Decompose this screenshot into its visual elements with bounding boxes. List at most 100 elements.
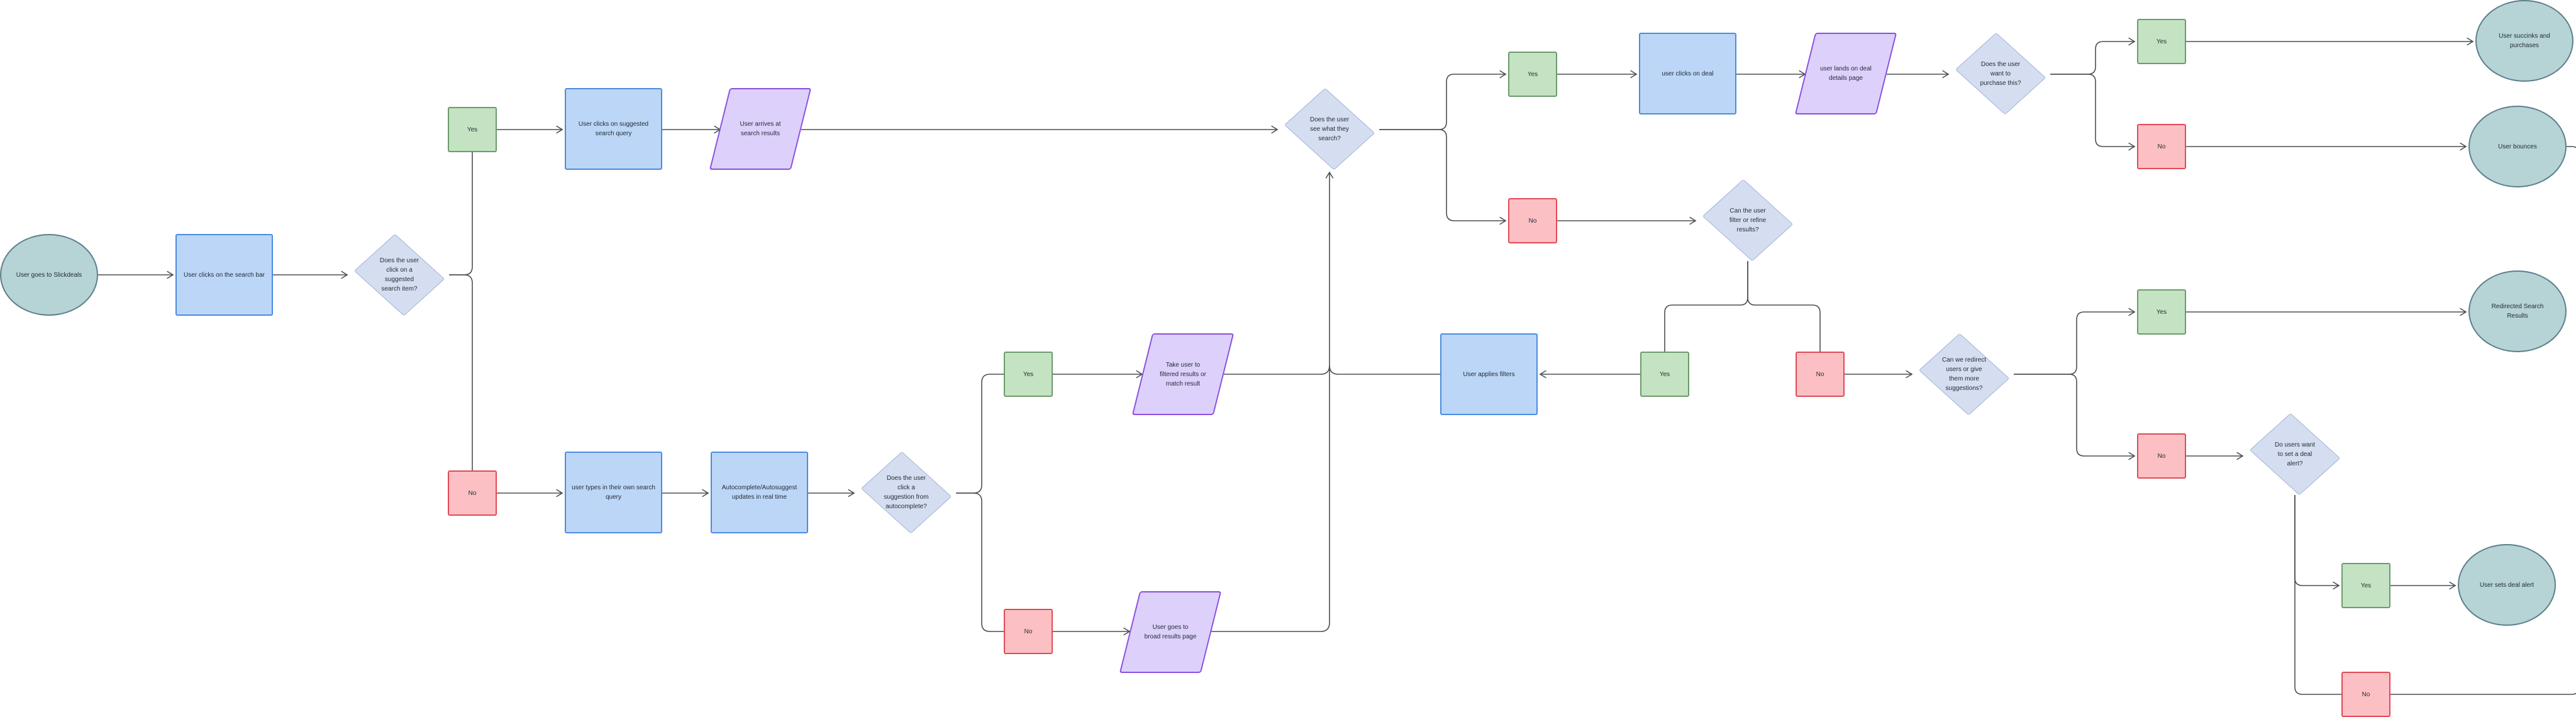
node-label: Does the user click a suggestion from au… xyxy=(884,475,929,510)
node-q5: Can the user filter or refine results? xyxy=(1698,179,1797,261)
node-label: Can we redirect users or give them more … xyxy=(1941,357,1987,392)
connector-no7-to-bounces xyxy=(2390,146,2576,695)
arrowhead-yes7-to-alert xyxy=(2449,581,2457,590)
node-autocomplete: Autocomplete/Autosuggest updates in real… xyxy=(711,452,808,533)
node-label: User goes to Slickdeals xyxy=(16,271,82,279)
node-broad: User goes to broad results page xyxy=(1121,591,1220,673)
node-no6: No xyxy=(2137,433,2186,479)
arrowhead-q7-to-yes7 xyxy=(2333,581,2340,590)
node-yes1: Yes xyxy=(448,107,497,152)
arrowhead-no4-to-bounces xyxy=(2460,142,2467,151)
arrowhead-no3-to-q5 xyxy=(1689,216,1697,225)
arrowhead-start-to-click-search xyxy=(167,270,174,279)
node-yes5: Yes xyxy=(1640,352,1689,397)
node-purchases: User succinks and purchases xyxy=(2475,0,2573,82)
connector-broad-to-q3 xyxy=(1211,365,1330,632)
connector-q3-to-no3 xyxy=(1379,129,1506,221)
node-label: No xyxy=(2157,143,2166,150)
node-label: User succinks and purchases xyxy=(2499,33,2550,49)
node-label: Can the user filter or refine results? xyxy=(1729,207,1767,233)
node-q6: Can we redirect users or give them more … xyxy=(1914,333,2014,415)
node-start: User goes to Slickdeals xyxy=(0,234,98,316)
arrowhead-yes5-to-applies xyxy=(1539,370,1546,379)
connector-q6-to-no6 xyxy=(2014,374,2135,457)
arrowhead-autocomplete-to-q2 xyxy=(848,489,855,497)
arrowhead-yes6-to-redirected xyxy=(2460,308,2467,316)
node-arrives: User arrives at search results xyxy=(711,88,810,170)
arrowhead-q6-to-yes6 xyxy=(2128,308,2136,316)
node-label: Autocomplete/Autosuggest updates in real… xyxy=(721,484,797,501)
node-click-deal: user clicks on deal xyxy=(1639,33,1736,114)
connector-q2-to-no2 xyxy=(956,492,1004,632)
connector-q5-to-no5 xyxy=(1747,261,1821,352)
node-label: User arrives at search results xyxy=(740,121,781,137)
node-q3: Does the user see what they search? xyxy=(1280,88,1379,170)
node-label: Take user to filtered results or match r… xyxy=(1160,361,1206,387)
node-label: User sets deal alert xyxy=(2479,581,2534,589)
connector-filtered-to-q3 xyxy=(1224,172,1330,375)
connector-q4-to-yes4 xyxy=(2050,41,2135,75)
node-q4: Does the user want to purchase this? xyxy=(1951,33,2050,114)
node-label: No xyxy=(2362,691,2370,698)
node-label: Yes xyxy=(467,126,478,133)
node-redirected: Redirected Search Results xyxy=(2468,270,2567,352)
node-no4: No xyxy=(2137,124,2186,169)
node-no7: No xyxy=(2341,672,2390,717)
connector-q7-to-no7 xyxy=(2294,495,2341,695)
node-label: User bounces xyxy=(2498,143,2537,150)
node-filtered: Take user to filtered results or match r… xyxy=(1133,333,1233,415)
node-label: User goes to broad results page xyxy=(1144,624,1197,640)
arrowhead-arrives-to-q3 xyxy=(1271,125,1279,134)
arrowhead-q6-to-no6 xyxy=(2128,452,2136,460)
node-label: Yes xyxy=(2156,308,2167,316)
node-yes3: Yes xyxy=(1508,52,1557,97)
arrowhead-q4-to-no4 xyxy=(2128,142,2136,151)
node-label: Redirected Search Results xyxy=(2491,303,2544,320)
node-label: User clicks on the search bar xyxy=(184,271,265,279)
node-label: No xyxy=(1024,628,1033,635)
arrowhead-click-search-to-q1 xyxy=(341,270,348,279)
node-click-search: User clicks on the search bar xyxy=(175,234,273,316)
arrowhead-q3-to-yes3 xyxy=(1499,70,1507,79)
node-label: No xyxy=(1528,217,1537,225)
arrowhead-yes4-to-purchases xyxy=(2467,37,2474,46)
node-no1: No xyxy=(448,470,497,516)
node-label: Yes xyxy=(2360,582,2372,589)
arrowhead-yes1-to-click-suggest xyxy=(556,125,564,134)
arrowhead-no6-to-q7 xyxy=(2236,452,2244,460)
node-no3: No xyxy=(1508,198,1557,243)
node-q2: Does the user click a suggestion from au… xyxy=(857,452,956,533)
node-click-suggest: User clicks on suggested search query xyxy=(565,88,662,170)
connector-q7-to-yes7 xyxy=(2294,495,2339,586)
node-label: User applies filters xyxy=(1463,370,1515,378)
node-label: No xyxy=(1816,370,1824,378)
node-no5: No xyxy=(1796,352,1845,397)
node-label: Does the user see what they search? xyxy=(1309,116,1350,142)
node-label: No xyxy=(468,489,477,497)
node-label: No xyxy=(2157,452,2166,460)
node-yes6: Yes xyxy=(2137,289,2186,335)
node-label: Do users want to set a deal alert? xyxy=(2275,441,2315,467)
connector-q1-to-no1 xyxy=(449,274,473,470)
node-yes4: Yes xyxy=(2137,19,2186,64)
node-label: user clicks on deal xyxy=(1662,70,1714,77)
node-label: Yes xyxy=(1527,70,1538,78)
arrowhead-yes3-to-click-deal xyxy=(1630,70,1638,79)
connector-applies-to-q3 xyxy=(1329,365,1440,375)
node-no2: No xyxy=(1004,609,1053,654)
node-label: user types in their own search query xyxy=(572,484,655,501)
node-label: Yes xyxy=(1659,370,1670,378)
node-label: Does the user click on a suggested searc… xyxy=(379,257,419,292)
connector-q5-to-yes5 xyxy=(1664,261,1748,352)
connector-q2-to-yes2 xyxy=(956,374,1004,494)
node-label: User clicks on suggested search query xyxy=(578,121,649,137)
node-label: Yes xyxy=(2156,38,2167,45)
connector-q3-to-yes3 xyxy=(1379,74,1506,130)
node-yes2: Yes xyxy=(1004,352,1053,397)
node-label: Yes xyxy=(1023,370,1034,378)
node-types: user types in their own search query xyxy=(565,452,662,533)
node-q1: Does the user click on a suggested searc… xyxy=(350,234,449,316)
node-yes7: Yes xyxy=(2341,563,2390,608)
node-label: user lands on deal details page xyxy=(1820,65,1872,82)
